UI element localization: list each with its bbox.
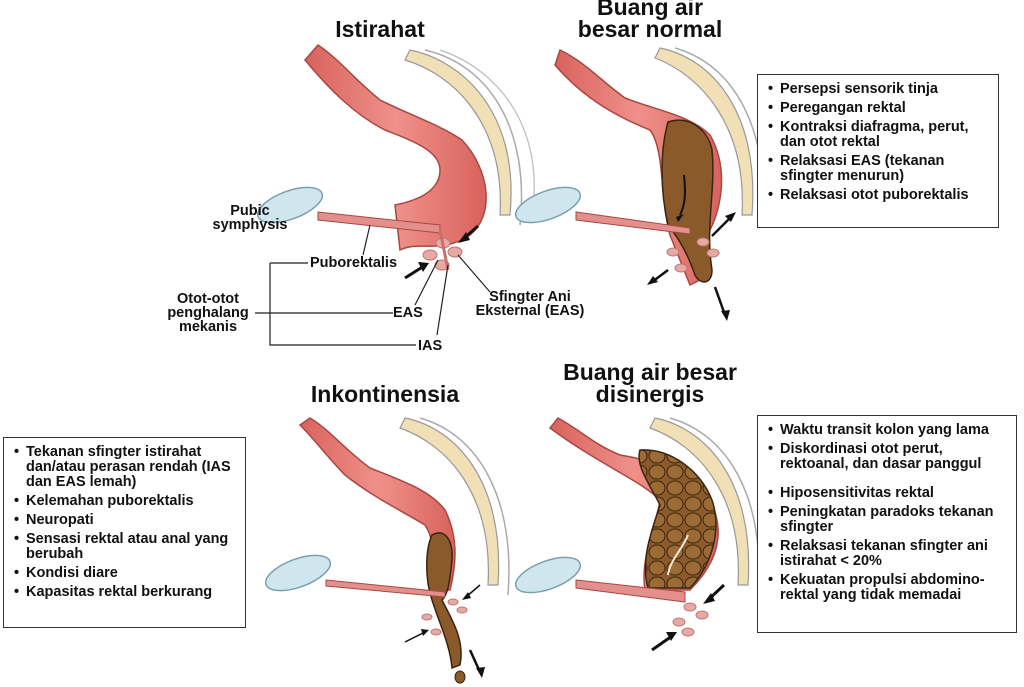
list-item: Diskordinasi otot perut, rektoanal, dan … [768,442,1008,472]
list-item: Relaksasi otot puborektalis [768,188,990,204]
panel-incontinence-figure [264,417,510,684]
title-dyssynergic: Buang air besar disinergis [563,359,737,407]
colon [304,44,487,252]
list-item: Hiposensitivitas rektal [768,486,1008,502]
sacrum [404,49,512,216]
list-item: Relaksasi tekanan sfingter ani istirahat… [768,539,1008,569]
panel-rest-figure [255,44,535,346]
impacted-stool [638,449,717,589]
label-eas: EAS [393,305,423,321]
normal-defecation-list: Persepsi sensorik tinja Peregangan rekta… [768,82,990,204]
panel-dyssynergic-figure [514,417,760,652]
title-normal: Buang air besar normal [577,0,723,42]
incontinence-list: Tekanan sfingter istirahat dan/atau pera… [14,445,237,601]
normal-defecation-box: Persepsi sensorik tinja Peregangan rekta… [757,74,999,228]
list-item: Kontraksi diafragma, perut, dan otot rek… [768,120,990,150]
list-item: Peningkatan paradoks tekanan sfingter [768,505,1008,535]
list-item: Kelemahan puborektalis [14,494,237,510]
list-item: Neuropati [14,513,237,529]
dyssynergic-defecation-box: Waktu transit kolon yang lama Diskordina… [757,415,1017,633]
list-item: Persepsi sensorik tinja [768,82,990,98]
dyssynergic-list: Waktu transit kolon yang lama Diskordina… [768,423,1008,603]
label-ias: IAS [418,338,443,354]
list-item: Sensasi rektal atau anal yang berubah [14,532,237,562]
list-item: Kondisi diare [14,566,237,582]
list-item: Relaksasi EAS (tekanan sfingter menurun) [768,154,990,184]
panel-normal-figure [514,47,764,321]
pubic-bone [256,186,324,224]
label-pubic-symphysis: Pubic symphysis [212,203,288,233]
title-incontinence: Inkontinensia [310,381,460,407]
list-item: Peregangan rektal [768,101,990,117]
incontinence-box: Tekanan sfingter istirahat dan/atau pera… [3,437,246,628]
title-rest: Istirahat [335,16,425,42]
stool [661,119,714,283]
label-puborectalis: Puborektalis [310,255,398,271]
label-external-anal-sphincter: Sfingter Ani Eksternal (EAS) [475,289,585,319]
list-item: Kekuatan propulsi abdomino-rektal yang t… [768,573,1008,603]
list-item: Waktu transit kolon yang lama [768,423,1008,439]
list-item: Tekanan sfingter istirahat dan/atau pera… [14,445,237,490]
list-item: Kapasitas rektal berkurang [14,585,237,601]
label-mechanical-barrier: Otot-otot penghalang mekanis [167,291,249,335]
